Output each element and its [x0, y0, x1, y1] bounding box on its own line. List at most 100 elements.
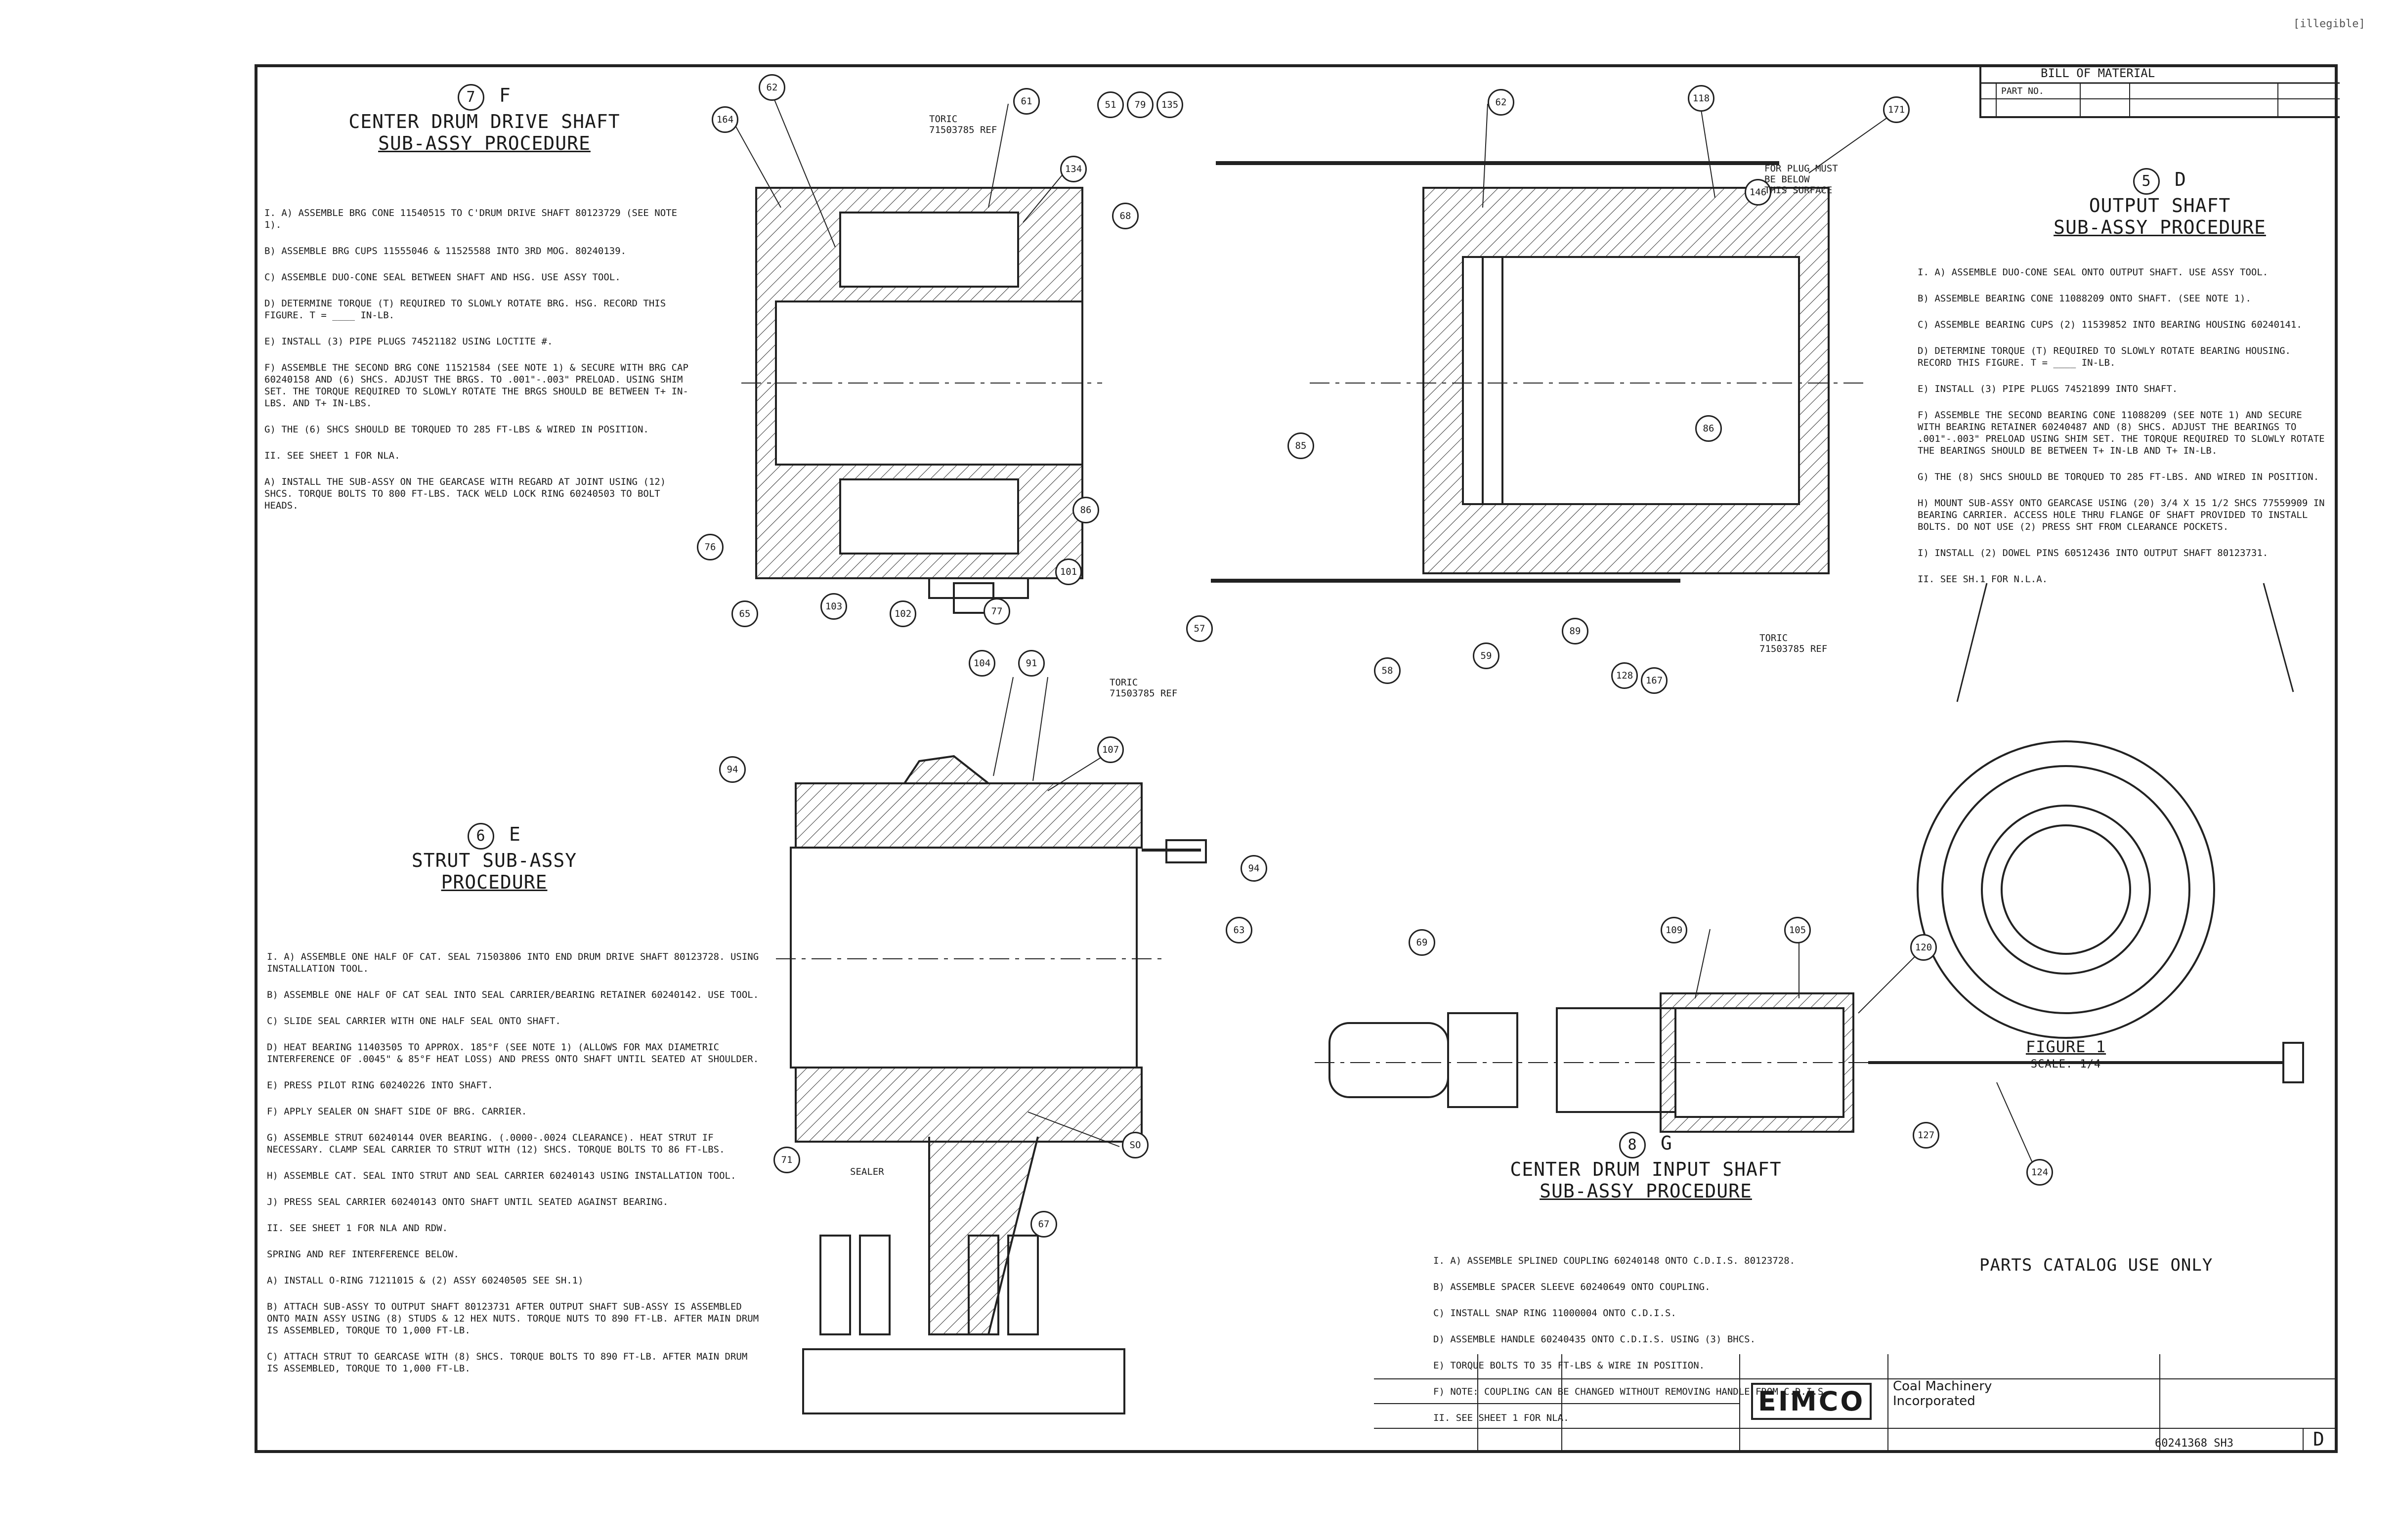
sealer-callout: SEALER — [850, 1166, 884, 1177]
revision-letter: D — [2313, 1428, 2324, 1450]
section-title-line2: SUB-ASSY PROCEDURE — [378, 132, 591, 154]
procedure-step: F) ASSEMBLE THE SECOND BEARING CONE 1108… — [1918, 410, 2325, 456]
bom-grid — [1981, 82, 2340, 116]
procedure-step: E) INSTALL (3) PIPE PLUGS 74521899 INTO … — [1918, 384, 2178, 394]
procedure-step: B) ATTACH SUB-ASSY TO OUTPUT SHAFT 80123… — [267, 1301, 759, 1336]
item-balloon: 146 — [1745, 179, 1771, 206]
item-balloon: 104 — [969, 650, 995, 677]
procedure-step: B) ASSEMBLE BRG CUPS 11555046 & 11525588… — [264, 246, 627, 257]
procedure-step: C) ASSEMBLE DUO-CONE SEAL BETWEEN SHAFT … — [264, 272, 621, 283]
item-balloon: 120 — [1910, 934, 1937, 961]
item-balloon: 59 — [1473, 642, 1499, 669]
procedure-step: E) INSTALL (3) PIPE PLUGS 74521182 USING… — [264, 336, 553, 347]
drawing-sheet-border — [255, 64, 2338, 1453]
procedure-step: C) ATTACH STRUT TO GEARCASE WITH (8) SHC… — [267, 1351, 748, 1374]
section-letter: F — [499, 85, 511, 106]
section-8-procedure: I. A) ASSEMBLE SPLINED COUPLING 60240148… — [1433, 1243, 1967, 1438]
item-balloon: 105 — [1784, 917, 1811, 943]
procedure-step: I. A) ASSEMBLE BRG CONE 11540515 TO C'DR… — [264, 208, 678, 230]
item-balloon: 124 — [2026, 1159, 2053, 1186]
item-balloon: 86 — [1695, 415, 1722, 442]
drawing-number: 60241368 SH3 — [2155, 1437, 2233, 1450]
item-balloon: 107 — [1097, 736, 1124, 763]
item-balloon: 62 — [759, 74, 785, 101]
company-logo: EIMCO — [1751, 1383, 1872, 1420]
item-balloon: 85 — [1287, 432, 1314, 459]
procedure-step: G) ASSEMBLE STRUT 60240144 OVER BEARING.… — [267, 1132, 725, 1155]
procedure-step: II. SEE SH.1 FOR N.L.A. — [1918, 574, 2048, 585]
procedure-step: H) ASSEMBLE CAT. SEAL INTO STRUT AND SEA… — [267, 1170, 736, 1181]
title-block-grid — [1374, 1354, 2338, 1453]
item-balloon: 79 — [1127, 91, 1154, 118]
item-balloon: 94 — [1241, 855, 1267, 882]
section-title-line2: SUB-ASSY PROCEDURE — [2054, 216, 2266, 238]
figure-1-flange-view — [1917, 583, 2294, 1039]
section-6-procedure: I. A) ASSEMBLE ONE HALF OF CAT. SEAL 715… — [267, 939, 761, 1389]
procedure-step: I) INSTALL (2) DOWEL PINS 60512436 INTO … — [1918, 548, 2269, 558]
procedure-step: B) ASSEMBLE BEARING CONE 11088209 ONTO S… — [1918, 293, 2251, 304]
procedure-step: F) NOTE: COUPLING CAN BE CHANGED WITHOUT… — [1433, 1386, 1829, 1397]
procedure-step: E) TORQUE BOLTS TO 35 FT-LBS & WIRE IN P… — [1433, 1360, 1705, 1371]
procedure-step: C) ASSEMBLE BEARING CUPS (2) 11539852 IN… — [1918, 319, 2302, 330]
section-title-line2: PROCEDURE — [441, 871, 548, 893]
section-letter: D — [2175, 169, 2186, 190]
item-balloon: 86 — [1072, 497, 1099, 523]
procedure-step: B) ASSEMBLE SPACER SLEEVE 60240649 ONTO … — [1433, 1282, 1711, 1292]
procedure-step: I. A) ASSEMBLE ONE HALF OF CAT. SEAL 715… — [267, 951, 759, 974]
procedure-step: J) PRESS SEAL CARRIER 60240143 ONTO SHAF… — [267, 1197, 669, 1207]
procedure-step: D) HEAT BEARING 11403505 TO APPROX. 185°… — [267, 1042, 759, 1065]
output-shaft-section-view — [1211, 161, 1868, 583]
procedure-step: SPRING AND REF INTERFERENCE BELOW. — [267, 1249, 459, 1260]
input-shaft-view — [1315, 992, 2304, 1133]
item-balloon: 63 — [1226, 917, 1252, 943]
item-balloon: 164 — [712, 106, 738, 133]
procedure-step: F) ASSEMBLE THE SECOND BRG CONE 11521584… — [264, 362, 688, 409]
item-balloon: 57 — [1186, 615, 1213, 642]
item-balloon: 58 — [1374, 657, 1401, 684]
item-balloon: 127 — [1913, 1122, 1939, 1149]
procedure-step: I. A) ASSEMBLE SPLINED COUPLING 60240148… — [1433, 1255, 1796, 1266]
bom-part-no-label: PART NO. — [2001, 86, 2044, 96]
item-balloon: 61 — [1013, 88, 1040, 115]
item-balloon: 167 — [1641, 667, 1668, 694]
section-number: 5 — [2133, 168, 2160, 195]
item-balloon: 71 — [773, 1147, 800, 1173]
item-balloon: 128 — [1611, 662, 1638, 689]
section-title-line1: CENTER DRUM DRIVE SHAFT — [348, 111, 620, 132]
section-number: 8 — [1619, 1132, 1646, 1158]
section-5-procedure: I. A) ASSEMBLE DUO-CONE SEAL ONTO OUTPUT… — [1918, 255, 2328, 599]
toric-callout: TORIC 71503785 REF — [929, 114, 997, 135]
section-title-line1: CENTER DRUM INPUT SHAFT — [1510, 1158, 1782, 1180]
item-balloon: 67 — [1030, 1211, 1057, 1238]
item-balloon: 68 — [1112, 203, 1139, 229]
toric-callout: TORIC 71503785 REF — [1110, 677, 1178, 699]
item-balloon: 91 — [1018, 650, 1045, 677]
procedure-step: C) SLIDE SEAL CARRIER WITH ONE HALF SEAL… — [267, 1016, 561, 1027]
parts-catalog-note: PARTS CATALOG USE ONLY — [1979, 1255, 2213, 1275]
bill-of-material: BILL OF MATERIAL PART NO. — [1979, 64, 2340, 118]
procedure-step: A) INSTALL O-RING 71211015 & (2) ASSY 60… — [267, 1275, 584, 1286]
procedure-step: E) PRESS PILOT RING 60240226 INTO SHAFT. — [267, 1080, 493, 1091]
toric-callout: TORIC 71503785 REF — [1759, 633, 1828, 654]
company-name: Coal Machinery Incorporated — [1893, 1379, 1992, 1409]
figure-1-caption: FIGURE 1 SCALE: 1/4 — [1992, 1038, 2140, 1073]
item-balloon: 171 — [1883, 96, 1910, 123]
procedure-step: C) INSTALL SNAP RING 11000004 ONTO C.D.I… — [1433, 1308, 1676, 1319]
procedure-step: H) MOUNT SUB-ASSY ONTO GEARCASE USING (2… — [1918, 498, 2325, 532]
drawing-id: [illegible] — [2293, 18, 2365, 30]
procedure-step: D) ASSEMBLE HANDLE 60240435 ONTO C.D.I.S… — [1433, 1334, 1756, 1345]
item-balloon: 77 — [984, 598, 1010, 625]
procedure-step: A) INSTALL THE SUB-ASSY ON THE GEARCASE … — [264, 476, 666, 511]
procedure-step: II. SEE SHEET 1 FOR NLA AND RDW. — [267, 1223, 448, 1234]
procedure-step: I. A) ASSEMBLE DUO-CONE SEAL ONTO OUTPUT… — [1918, 267, 2269, 278]
drive-shaft-section-view — [741, 187, 1102, 614]
figure-scale: SCALE: 1/4 — [2030, 1058, 2101, 1070]
item-balloon: 89 — [1562, 618, 1588, 644]
procedure-step: F) APPLY SEALER ON SHAFT SIDE OF BRG. CA… — [267, 1106, 527, 1117]
section-letter: G — [1661, 1132, 1672, 1154]
section-title-line2: SUB-ASSY PROCEDURE — [1540, 1180, 1752, 1202]
